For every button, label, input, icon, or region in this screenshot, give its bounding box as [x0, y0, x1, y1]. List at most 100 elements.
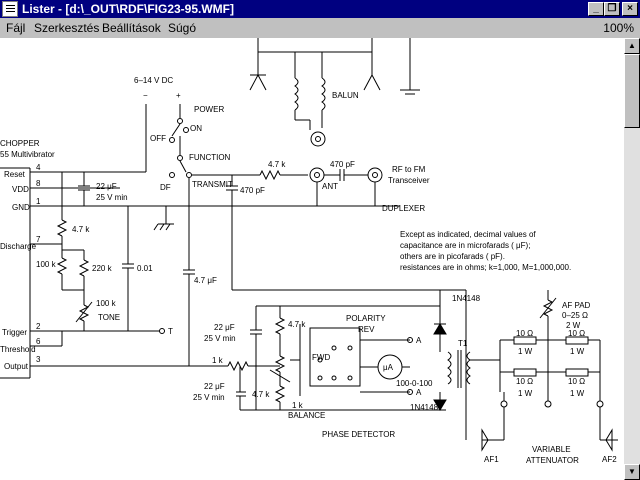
pin-8: 8: [36, 179, 41, 188]
supply-label: 6–14 V DC: [134, 76, 173, 85]
c001: 0.01: [137, 264, 153, 273]
af-pad-value: 0–25 Ω: [562, 311, 588, 320]
balun-label: BALUN: [332, 91, 359, 100]
pin-6: 6: [36, 337, 41, 346]
menu-help[interactable]: Súgó: [168, 21, 197, 35]
af1-label: AF1: [484, 455, 499, 464]
chopper-label: CHOPPER: [0, 139, 40, 148]
on-label: ON: [190, 124, 202, 133]
fwd-label: FWD: [312, 353, 330, 362]
af-pad-label: AF PAD: [562, 301, 591, 310]
tone-label: TONE: [98, 313, 120, 322]
minimize-button[interactable]: _: [588, 2, 604, 16]
zoom-level: 100%: [603, 21, 634, 35]
a1-label: A: [416, 336, 422, 345]
pin-trigger: Trigger: [2, 328, 27, 337]
scroll-down-button[interactable]: ▼: [624, 464, 640, 480]
rf-to-fm-label: RF to FM: [392, 165, 426, 174]
transmit-label: TRANSMIT: [192, 180, 233, 189]
c22uf-top: 22 μF: [96, 182, 117, 191]
minimize-icon: _: [593, 3, 599, 14]
note-line-4: resistances are in ohms; k=1,000, M=1,00…: [400, 263, 571, 272]
c22uf-mid: 22 μF: [214, 323, 235, 332]
arrow-down-icon: ▼: [628, 467, 636, 476]
title-bar: Lister - [d:\_OUT\RDF\FIG23-95.WMF] _ ❐ …: [0, 0, 640, 18]
balance-label: BALANCE: [288, 411, 325, 420]
r47k-b: 4.7 k: [268, 160, 286, 169]
diode-top-label: 1N4148: [452, 294, 481, 303]
pin-2: 2: [36, 322, 41, 331]
note-line-2: capacitance are in microfarads ( μF);: [400, 241, 530, 250]
pin-1: 1: [36, 197, 41, 206]
pin-3: 3: [36, 355, 41, 364]
arrow-up-icon: ▲: [628, 41, 636, 50]
r10-2w: 1 W: [570, 347, 585, 356]
power-label: POWER: [194, 105, 224, 114]
ant-label: ANT: [322, 182, 338, 191]
maximize-button[interactable]: ❐: [604, 2, 620, 16]
close-icon: ×: [627, 3, 633, 14]
r10-1: 10 Ω: [516, 329, 533, 338]
r47k-c: 4.7 k: [288, 320, 306, 329]
vertical-scrollbar[interactable]: ▲ ▼: [624, 38, 640, 480]
af2-label: AF2: [602, 455, 617, 464]
t1-label: T1: [458, 339, 468, 348]
r10-4: 10 Ω: [568, 377, 585, 386]
r100k: 100 k: [36, 260, 57, 269]
schematic-canvas[interactable]: 6–14 V DC − + POWER ON OFF FUNCTION DF T…: [0, 38, 624, 480]
menu-edit[interactable]: Szerkesztés: [34, 21, 100, 35]
r10-3w: 1 W: [518, 389, 533, 398]
r10-4w: 1 W: [570, 389, 585, 398]
pin-4: 4: [36, 163, 41, 172]
pin-threshold: Threshold: [0, 345, 36, 354]
meter-range: 100-0-100: [396, 379, 433, 388]
r47k-a: 4.7 k: [72, 225, 90, 234]
off-label: OFF: [150, 134, 166, 143]
pin-discharge: Discharge: [0, 242, 37, 251]
r1k-a: 1 k: [212, 356, 224, 365]
c470pf-b: 470 pF: [330, 160, 355, 169]
r10-2: 10 Ω: [568, 329, 585, 338]
note-line-3: others are in picofarads ( pF).: [400, 252, 505, 261]
plus-label: +: [176, 91, 181, 100]
pin-output: Output: [4, 362, 29, 371]
scroll-thumb[interactable]: [624, 54, 640, 128]
diode-bottom-label: 1N4148: [410, 403, 439, 412]
c25v-top: 25 V min: [96, 193, 128, 202]
restore-icon: ❐: [607, 3, 617, 14]
function-label: FUNCTION: [189, 153, 231, 162]
c47uf: 4.7 μF: [194, 276, 217, 285]
phase-detector-label: PHASE DETECTOR: [322, 430, 395, 439]
minus-label: −: [143, 91, 148, 100]
pin-reset: Reset: [4, 170, 26, 179]
transceiver-label: Transceiver: [388, 176, 430, 185]
meter-label: μA: [383, 363, 394, 372]
r47k-d: 4.7 k: [252, 390, 270, 399]
polarity-label: POLARITY: [346, 314, 386, 323]
menu-bar: Fájl Szerkesztés Beállítások Súgó 100%: [0, 18, 640, 38]
multivibrator-label: 55 Multivibrator: [0, 150, 55, 159]
note-line-1: Except as indicated, decimal values of: [400, 230, 536, 239]
schematic-diagram: 6–14 V DC − + POWER ON OFF FUNCTION DF T…: [0, 38, 618, 465]
df-label: DF: [160, 183, 171, 192]
r1k-b: 1 k: [292, 401, 304, 410]
pin-vdd: VDD: [12, 185, 29, 194]
t-label: T: [168, 327, 173, 336]
menu-settings[interactable]: Beállítások: [102, 21, 161, 35]
document-icon[interactable]: [2, 1, 18, 17]
duplexer-label: DUPLEXER: [382, 204, 425, 213]
attenuator-label: ATTENUATOR: [526, 456, 579, 465]
a2-label: A: [416, 388, 422, 397]
rev-label: REV: [358, 325, 375, 334]
pin-gnd: GND: [12, 203, 30, 212]
c25v-mid: 25 V min: [204, 334, 236, 343]
menu-file[interactable]: Fájl: [6, 21, 26, 35]
r220k: 220 k: [92, 264, 113, 273]
r100k-tone: 100 k: [96, 299, 117, 308]
pin-7: 7: [36, 235, 41, 244]
scroll-up-button[interactable]: ▲: [624, 38, 640, 54]
c470pf-a: 470 pF: [240, 186, 265, 195]
close-button[interactable]: ×: [622, 2, 638, 16]
r10-3: 10 Ω: [516, 377, 533, 386]
window-title: Lister - [d:\_OUT\RDF\FIG23-95.WMF]: [22, 2, 235, 16]
